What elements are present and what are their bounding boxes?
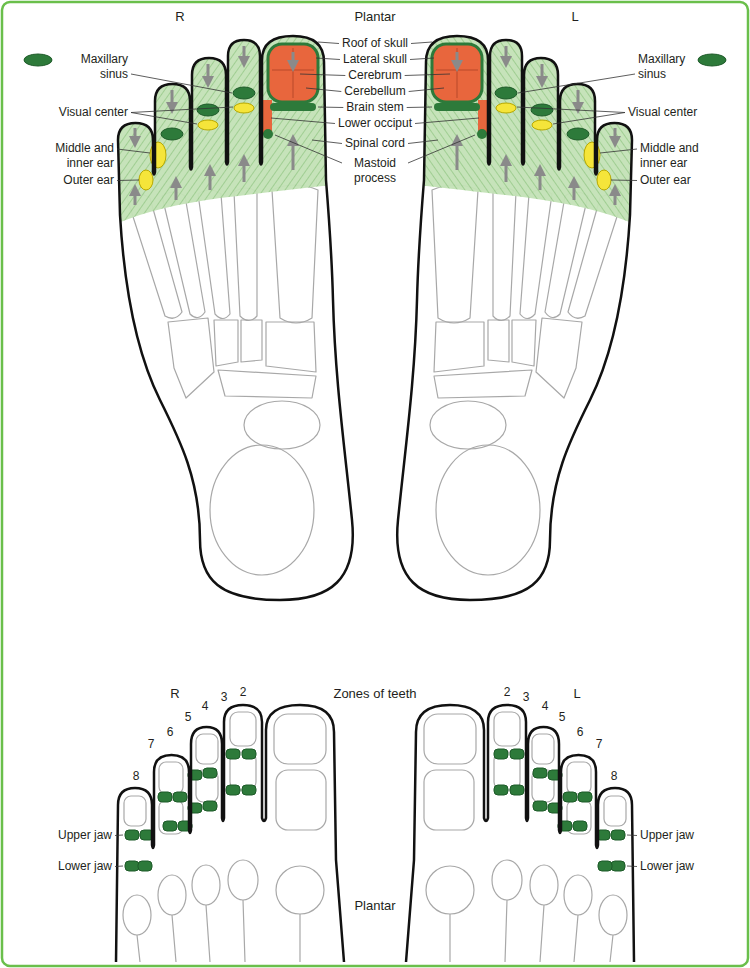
- leader-line: [115, 835, 123, 837]
- leader-line: [131, 113, 197, 125]
- leader-line: [316, 58, 340, 60]
- zone-label: Cerebellum: [344, 84, 405, 99]
- leader-line: [611, 180, 637, 182]
- tooth-number: 4: [542, 699, 549, 714]
- zone-label: Visual center: [59, 105, 128, 120]
- tooth-number: 7: [148, 737, 155, 752]
- zone-label: Lateral skull: [343, 52, 407, 67]
- leader-line: [407, 107, 432, 109]
- tooth-number: 2: [504, 685, 511, 700]
- leader-line: [318, 107, 343, 109]
- tooth-number: 5: [185, 710, 192, 725]
- leader-line: [312, 140, 342, 144]
- jaw-label: Lower jaw: [58, 859, 112, 874]
- leader-line: [627, 835, 637, 837]
- tooth-number: 6: [577, 725, 584, 740]
- leader-line: [271, 118, 335, 124]
- side-label: L: [573, 686, 580, 702]
- zone-label: Lower occiput: [338, 116, 412, 131]
- zone-label: Maxillary sinus: [56, 52, 128, 82]
- leader-line: [517, 107, 625, 113]
- tooth-number: 3: [221, 690, 228, 705]
- zone-label: Maxillary sinus: [638, 52, 710, 82]
- view-label: Plantar: [354, 9, 395, 25]
- zone-label: Brain stem: [346, 100, 403, 115]
- leader-line: [117, 180, 139, 182]
- sinus-swatch: [698, 54, 726, 66]
- leader-line: [553, 113, 625, 125]
- leader-line: [600, 149, 637, 153]
- leader-line: [410, 58, 434, 60]
- jaw-label: Lower jaw: [640, 859, 694, 874]
- zone-label: Middle and inner ear: [34, 141, 114, 171]
- jaw-label: Upper jaw: [58, 828, 112, 843]
- section-title: Zones of teeth: [333, 686, 416, 702]
- leader-line: [518, 74, 635, 93]
- zone-label: Middle and inner ear: [640, 141, 720, 171]
- left-toes: [406, 705, 634, 962]
- tooth-number: 4: [202, 699, 209, 714]
- leader-line: [405, 74, 450, 76]
- leader-line: [409, 88, 444, 92]
- leader-line: [408, 140, 438, 144]
- left-foot: [390, 10, 660, 600]
- zone-label: Visual center: [628, 105, 697, 120]
- leader-line: [318, 42, 339, 44]
- leader-line: [306, 88, 341, 92]
- leader-line: [275, 135, 342, 163]
- leader-line: [411, 42, 432, 44]
- tooth-number: 8: [611, 769, 618, 784]
- jaw-label: Upper jaw: [640, 828, 694, 843]
- zone-label: Outer ear: [640, 173, 691, 188]
- side-label: R: [175, 9, 184, 25]
- zone-label: Cerebrum: [348, 68, 401, 83]
- leader-line: [627, 866, 637, 868]
- zone-label: Roof of skull: [342, 36, 408, 51]
- zone-label: Mastoid process: [345, 156, 405, 186]
- leader-line: [408, 135, 475, 163]
- leader-line: [300, 74, 345, 76]
- tooth-number: 3: [523, 690, 530, 705]
- zone-label: Spinal cord: [345, 136, 405, 151]
- leader-line: [115, 866, 123, 868]
- tooth-number: 5: [559, 710, 566, 725]
- right-foot: [90, 10, 360, 600]
- zone-label: Outer ear: [63, 173, 114, 188]
- leader-line: [131, 74, 232, 93]
- sinus-swatch: [24, 54, 52, 66]
- tooth-number: 7: [596, 737, 603, 752]
- leader-line: [131, 107, 233, 113]
- tooth-number: 8: [133, 769, 140, 784]
- tooth-number: 6: [167, 725, 174, 740]
- right-toes: [116, 705, 344, 962]
- leader-line: [117, 149, 150, 153]
- tooth-number: 2: [240, 685, 247, 700]
- side-label: R: [170, 686, 179, 702]
- leader-line: [415, 118, 479, 124]
- side-label: L: [571, 9, 578, 25]
- view-label: Plantar: [354, 898, 395, 914]
